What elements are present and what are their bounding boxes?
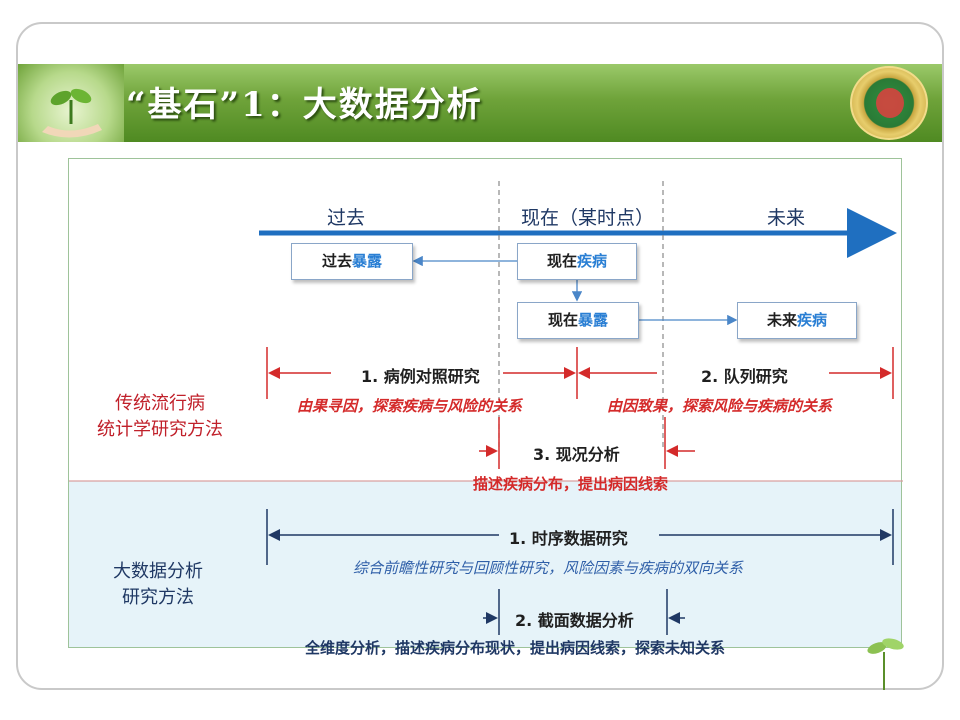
seedling-decoration-icon (867, 638, 904, 690)
box-present-disease-term: 疾病 (577, 252, 608, 270)
box-past-exposure-term: 暴露 (352, 252, 383, 270)
box-present-exposure-term: 暴露 (578, 311, 609, 329)
box-future-disease-term: 疾病 (797, 311, 828, 329)
box-present-exposure: 现在暴露 (517, 302, 639, 339)
time-series-label: 1. 时序数据研究 (505, 525, 632, 549)
case-control-label: 1. 病例对照研究 (357, 363, 484, 387)
bigdata-title-line1: 大数据分析 (113, 561, 203, 582)
slide: “基石”1：大数据分析 (16, 22, 944, 690)
big-data-band (69, 481, 901, 647)
title-bar: “基石”1：大数据分析 (18, 64, 942, 142)
traditional-methods-title: 传统流行病 统计学研究方法 (97, 391, 223, 443)
time-series-desc: 综合前瞻性研究与回顾性研究，风险因素与疾病的双向关系 (353, 559, 744, 577)
box-past-exposure: 过去暴露 (291, 243, 413, 280)
emblem-star-icon (876, 88, 904, 118)
box-past-exposure-time: 过去 (321, 252, 352, 270)
box-present-disease: 现在疾病 (517, 243, 637, 280)
diagram-panel: 过去 现在（某时点） 未来 过去暴露 现在疾病 现在暴露 未来疾病 传统流行病 … (68, 158, 903, 657)
bigdata-title-line2: 研究方法 (122, 587, 194, 608)
university-emblem-logo (850, 66, 928, 140)
traditional-title-line1: 传统流行病 (115, 393, 205, 414)
timeline-past-label: 过去 (327, 207, 366, 229)
timeline-present-label: 现在（某时点） (521, 207, 655, 229)
section-data-label: 2. 截面数据分析 (511, 607, 638, 631)
cross-sectional-label: 3. 现况分析 (529, 441, 624, 465)
box-future-disease: 未来疾病 (737, 302, 857, 339)
cohort-desc: 由因致果，探索风险与疾病的关系 (607, 397, 833, 415)
section-data-desc: 全维度分析，描述疾病分布现状，提出病因线索，探索未知关系 (305, 639, 726, 657)
diagram-lines (69, 181, 903, 635)
case-control-desc: 由果寻因，探索疾病与风险的关系 (297, 397, 523, 415)
bigdata-methods-title: 大数据分析 研究方法 (113, 559, 203, 611)
cohort-label: 2. 队列研究 (697, 363, 792, 387)
timeline-future-label: 未来 (767, 207, 806, 229)
seedling-hands-image (18, 64, 124, 142)
slide-title: “基石”1：大数据分析 (126, 85, 483, 125)
box-present-exposure-time: 现在 (547, 311, 578, 329)
cross-sectional-desc: 描述疾病分布，提出病因线索 (473, 475, 669, 493)
box-present-disease-time: 现在 (546, 252, 577, 270)
traditional-title-line2: 统计学研究方法 (97, 419, 223, 440)
box-future-disease-time: 未来 (766, 311, 797, 329)
